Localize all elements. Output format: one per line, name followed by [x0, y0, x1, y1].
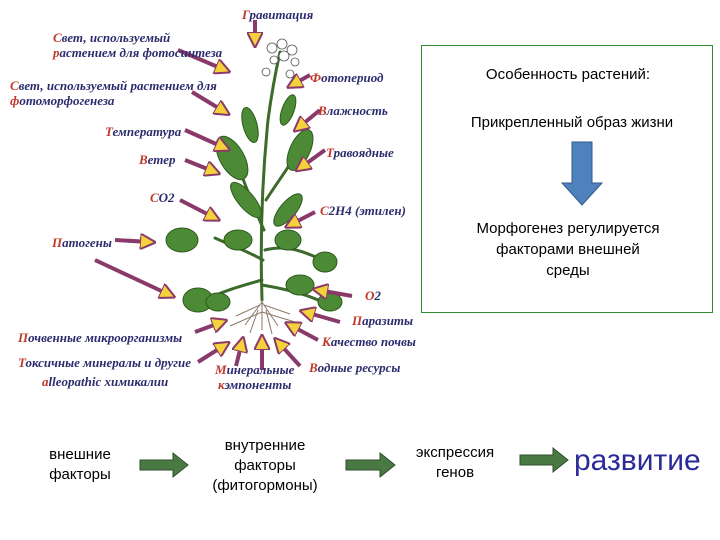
factor-photoperiod: Фотопериод	[310, 70, 384, 85]
down-arrow-icon	[560, 141, 604, 206]
flow-arrow-1	[139, 451, 189, 479]
flow-arrow-2	[345, 451, 396, 479]
info-box-conclusion-line2: факторами внешней	[496, 241, 640, 258]
factor-soil-quality: Качество почвы	[322, 334, 416, 349]
flow-step-internal-line2: факторы	[234, 457, 296, 474]
factor-humidity: Влажность	[318, 103, 388, 118]
factor-allelopathic: alleopathic химикалии	[42, 374, 169, 389]
factor-minerals-line2: кэмпоненты	[218, 377, 292, 392]
factor-o2: O2	[365, 288, 381, 303]
info-box-conclusion-line1: Морфогенез регулируется	[476, 220, 660, 237]
factor-ethylene: C2H4 (этилен)	[320, 203, 406, 218]
flow-arrow-3	[519, 446, 569, 474]
factor-co2: CO2	[150, 190, 175, 205]
factor-wind: Ветер	[139, 152, 176, 167]
flow-step-gene-expression: экспрессия генов	[395, 443, 515, 483]
factor-gravity: Гравитация	[242, 7, 314, 22]
factor-toxic-minerals: Токсичные минералы и другие	[18, 355, 192, 370]
info-box-trait: Прикрепленный образ жизни	[470, 114, 674, 131]
flow-result-development: развитие	[574, 444, 701, 477]
factor-light-photomorph-line1: Свет, используемый растением для	[10, 78, 217, 93]
factor-temperature: Температура	[105, 124, 182, 139]
flow-step-gene-line1: экспрессия	[415, 444, 495, 461]
factor-light-photosynthesis: Свет, используемый растением для фотосин…	[53, 30, 222, 60]
factor-arrows	[94, 20, 353, 370]
factor-pathogens: Патогены	[52, 235, 112, 250]
factor-soil-microbes: Почвенные микроорганизмы	[18, 330, 183, 345]
flow-step-external: внешние факторы	[30, 445, 130, 485]
flow-step-internal: внутренние факторы (фитогормоны)	[185, 436, 345, 496]
flow-step-internal-line1: внутренние	[224, 437, 306, 454]
factor-light-photosynthesis-line2: растением для фотосинтеза	[53, 45, 223, 60]
info-box-title: Особенность растений:	[485, 66, 651, 83]
flow-step-external-line1: внешние	[49, 446, 111, 463]
info-box-conclusion: Морфогенез регулируется факторами внешне…	[422, 218, 714, 281]
flow-step-gene-line2: генов	[435, 464, 475, 481]
flow-step-internal-line3: (фитогормоны)	[212, 477, 318, 494]
plant-leaves	[165, 94, 343, 313]
factor-water: Водные ресурсы	[309, 360, 401, 375]
info-box-conclusion-line3: среды	[546, 262, 590, 279]
flow-arrows	[139, 446, 569, 479]
factor-light-photomorph-line2: фотоморфогенеза	[10, 93, 115, 108]
factor-light-photomorphogenesis: Свет, используемый растением для фотомор…	[10, 78, 217, 108]
flow-step-external-line2: факторы	[49, 466, 111, 483]
factor-minerals: Минеральные кэмпоненты	[215, 362, 294, 392]
info-box: Особенность растений: Прикрепленный обра…	[421, 45, 713, 313]
factor-herbivores: Травоядные	[326, 145, 394, 160]
plant-roots	[229, 300, 296, 335]
plant-flowers	[261, 38, 300, 79]
factor-minerals-line1: Минеральные	[215, 362, 295, 377]
factor-light-photosynthesis-line1: Свет, используемый	[53, 30, 171, 45]
plant-illustration	[203, 50, 320, 302]
factor-parasites: Паразиты	[352, 313, 414, 328]
